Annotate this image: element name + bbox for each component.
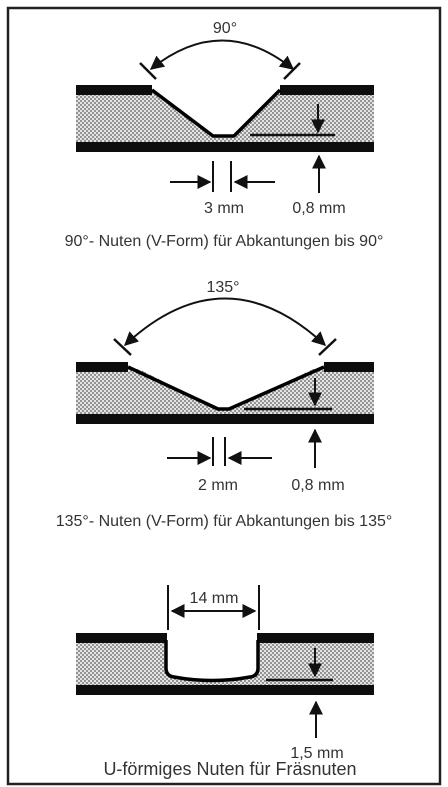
panel-frame	[6, 6, 442, 786]
angle-arc	[123, 297, 327, 346]
v-groove	[147, 85, 284, 136]
angle-label: 135°	[206, 279, 239, 296]
top-skin-right	[280, 85, 374, 95]
angle-tick-right	[318, 338, 337, 356]
top-skin-right	[257, 633, 374, 643]
top-skin-left	[76, 362, 128, 372]
depth-label: 1,5 mm	[290, 745, 343, 762]
angle-tick-left	[113, 338, 132, 356]
top-skin-left	[76, 85, 152, 95]
groove-outline	[150, 88, 282, 138]
caption: 90°- Nuten (V-Form) für Abkantungen bis …	[65, 233, 384, 250]
depth-label: 0,8 mm	[292, 200, 345, 217]
diagram-v90: 90° 3 mm 0,8 mm 90°- Nuten (V-Form) für …	[65, 20, 384, 250]
diagram-u-groove: 14 mm 1,5 mm U-förmiges Nuten für Fräsnu…	[76, 585, 374, 779]
diagram-v135: 135° 2 mm 0,8 mm 135°- Nuten (V-Form) fü…	[56, 279, 393, 530]
angle-tick-left	[139, 62, 157, 80]
bottom-skin	[76, 685, 374, 695]
depth-label: 0,8 mm	[291, 477, 344, 494]
top-skin-right	[324, 362, 374, 372]
angle-label: 90°	[213, 20, 237, 37]
u-groove	[166, 633, 258, 681]
bottom-skin	[76, 414, 374, 424]
bottom-skin	[76, 142, 374, 152]
angle-arc	[149, 39, 295, 70]
angle-tick-right	[283, 62, 301, 80]
top-skin-left	[76, 633, 167, 643]
caption: U-förmiges Nuten für Fräsnuten	[103, 759, 356, 779]
groove-outline	[127, 365, 325, 411]
width-label: 3 mm	[204, 200, 244, 217]
groove-outline	[164, 640, 260, 683]
span-label: 14 mm	[190, 590, 239, 607]
caption: 135°- Nuten (V-Form) für Abkantungen bis…	[56, 513, 393, 530]
width-label: 2 mm	[198, 477, 238, 494]
v-groove	[125, 362, 328, 409]
